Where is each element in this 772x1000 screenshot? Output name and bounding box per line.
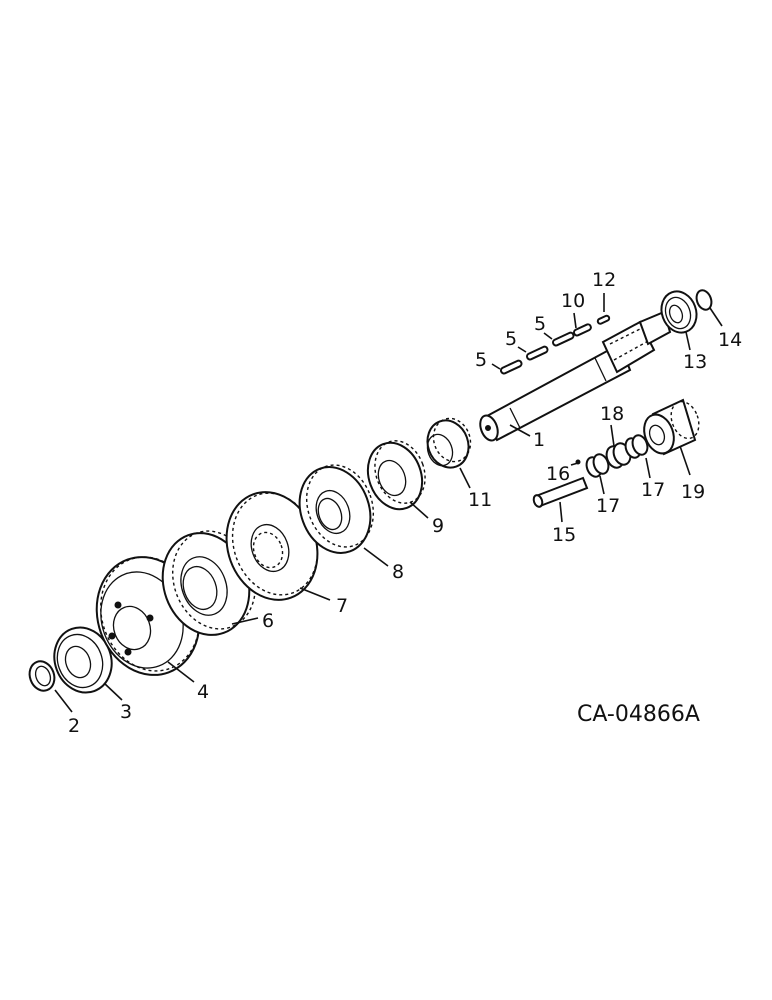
callout-7: 7: [336, 595, 348, 617]
callout-11: 11: [468, 489, 492, 511]
gear-part-8: [298, 464, 375, 554]
callout-5-b: 5: [505, 328, 517, 350]
pin-part-15: [532, 476, 589, 508]
key-part-5-a: [499, 359, 523, 375]
gear-part-6: [161, 530, 256, 636]
callout-3: 3: [120, 701, 132, 723]
bearing-part-3: [53, 626, 113, 694]
callout-6: 6: [262, 610, 274, 632]
snap-ring-part-14: [695, 289, 713, 311]
bearing-part-11: [426, 417, 472, 469]
callout-2: 2: [68, 715, 80, 737]
callout-9: 9: [432, 515, 444, 537]
callout-19: 19: [681, 481, 705, 503]
callout-18: 18: [600, 403, 624, 425]
callout-5-a: 5: [475, 349, 487, 371]
callout-14: 14: [718, 329, 742, 351]
leader-lines: [54, 293, 723, 713]
callout-10: 10: [561, 290, 585, 312]
key-part-12: [596, 314, 611, 325]
callout-13: 13: [683, 351, 707, 373]
key-part-5-b: [525, 345, 549, 361]
key-part-10: [572, 323, 592, 337]
callout-16: 16: [546, 463, 570, 485]
callout-8: 8: [392, 561, 404, 583]
callout-17-b: 17: [641, 479, 665, 501]
callout-1: 1: [533, 429, 545, 451]
gear-part-19: [643, 398, 700, 456]
callout-4: 4: [197, 681, 209, 703]
drawing-code: CA-04866A: [577, 702, 700, 727]
callout-15: 15: [552, 524, 576, 546]
key-part-5-c: [551, 331, 575, 347]
callout-12: 12: [592, 269, 616, 291]
callout-17-a: 17: [596, 495, 620, 517]
callout-5-c: 5: [534, 313, 546, 335]
gear-part-9: [366, 440, 426, 511]
bearing-part-13: [660, 290, 698, 334]
snap-ring-part-2: [28, 660, 56, 692]
main-shaft-part-1: [479, 310, 672, 442]
